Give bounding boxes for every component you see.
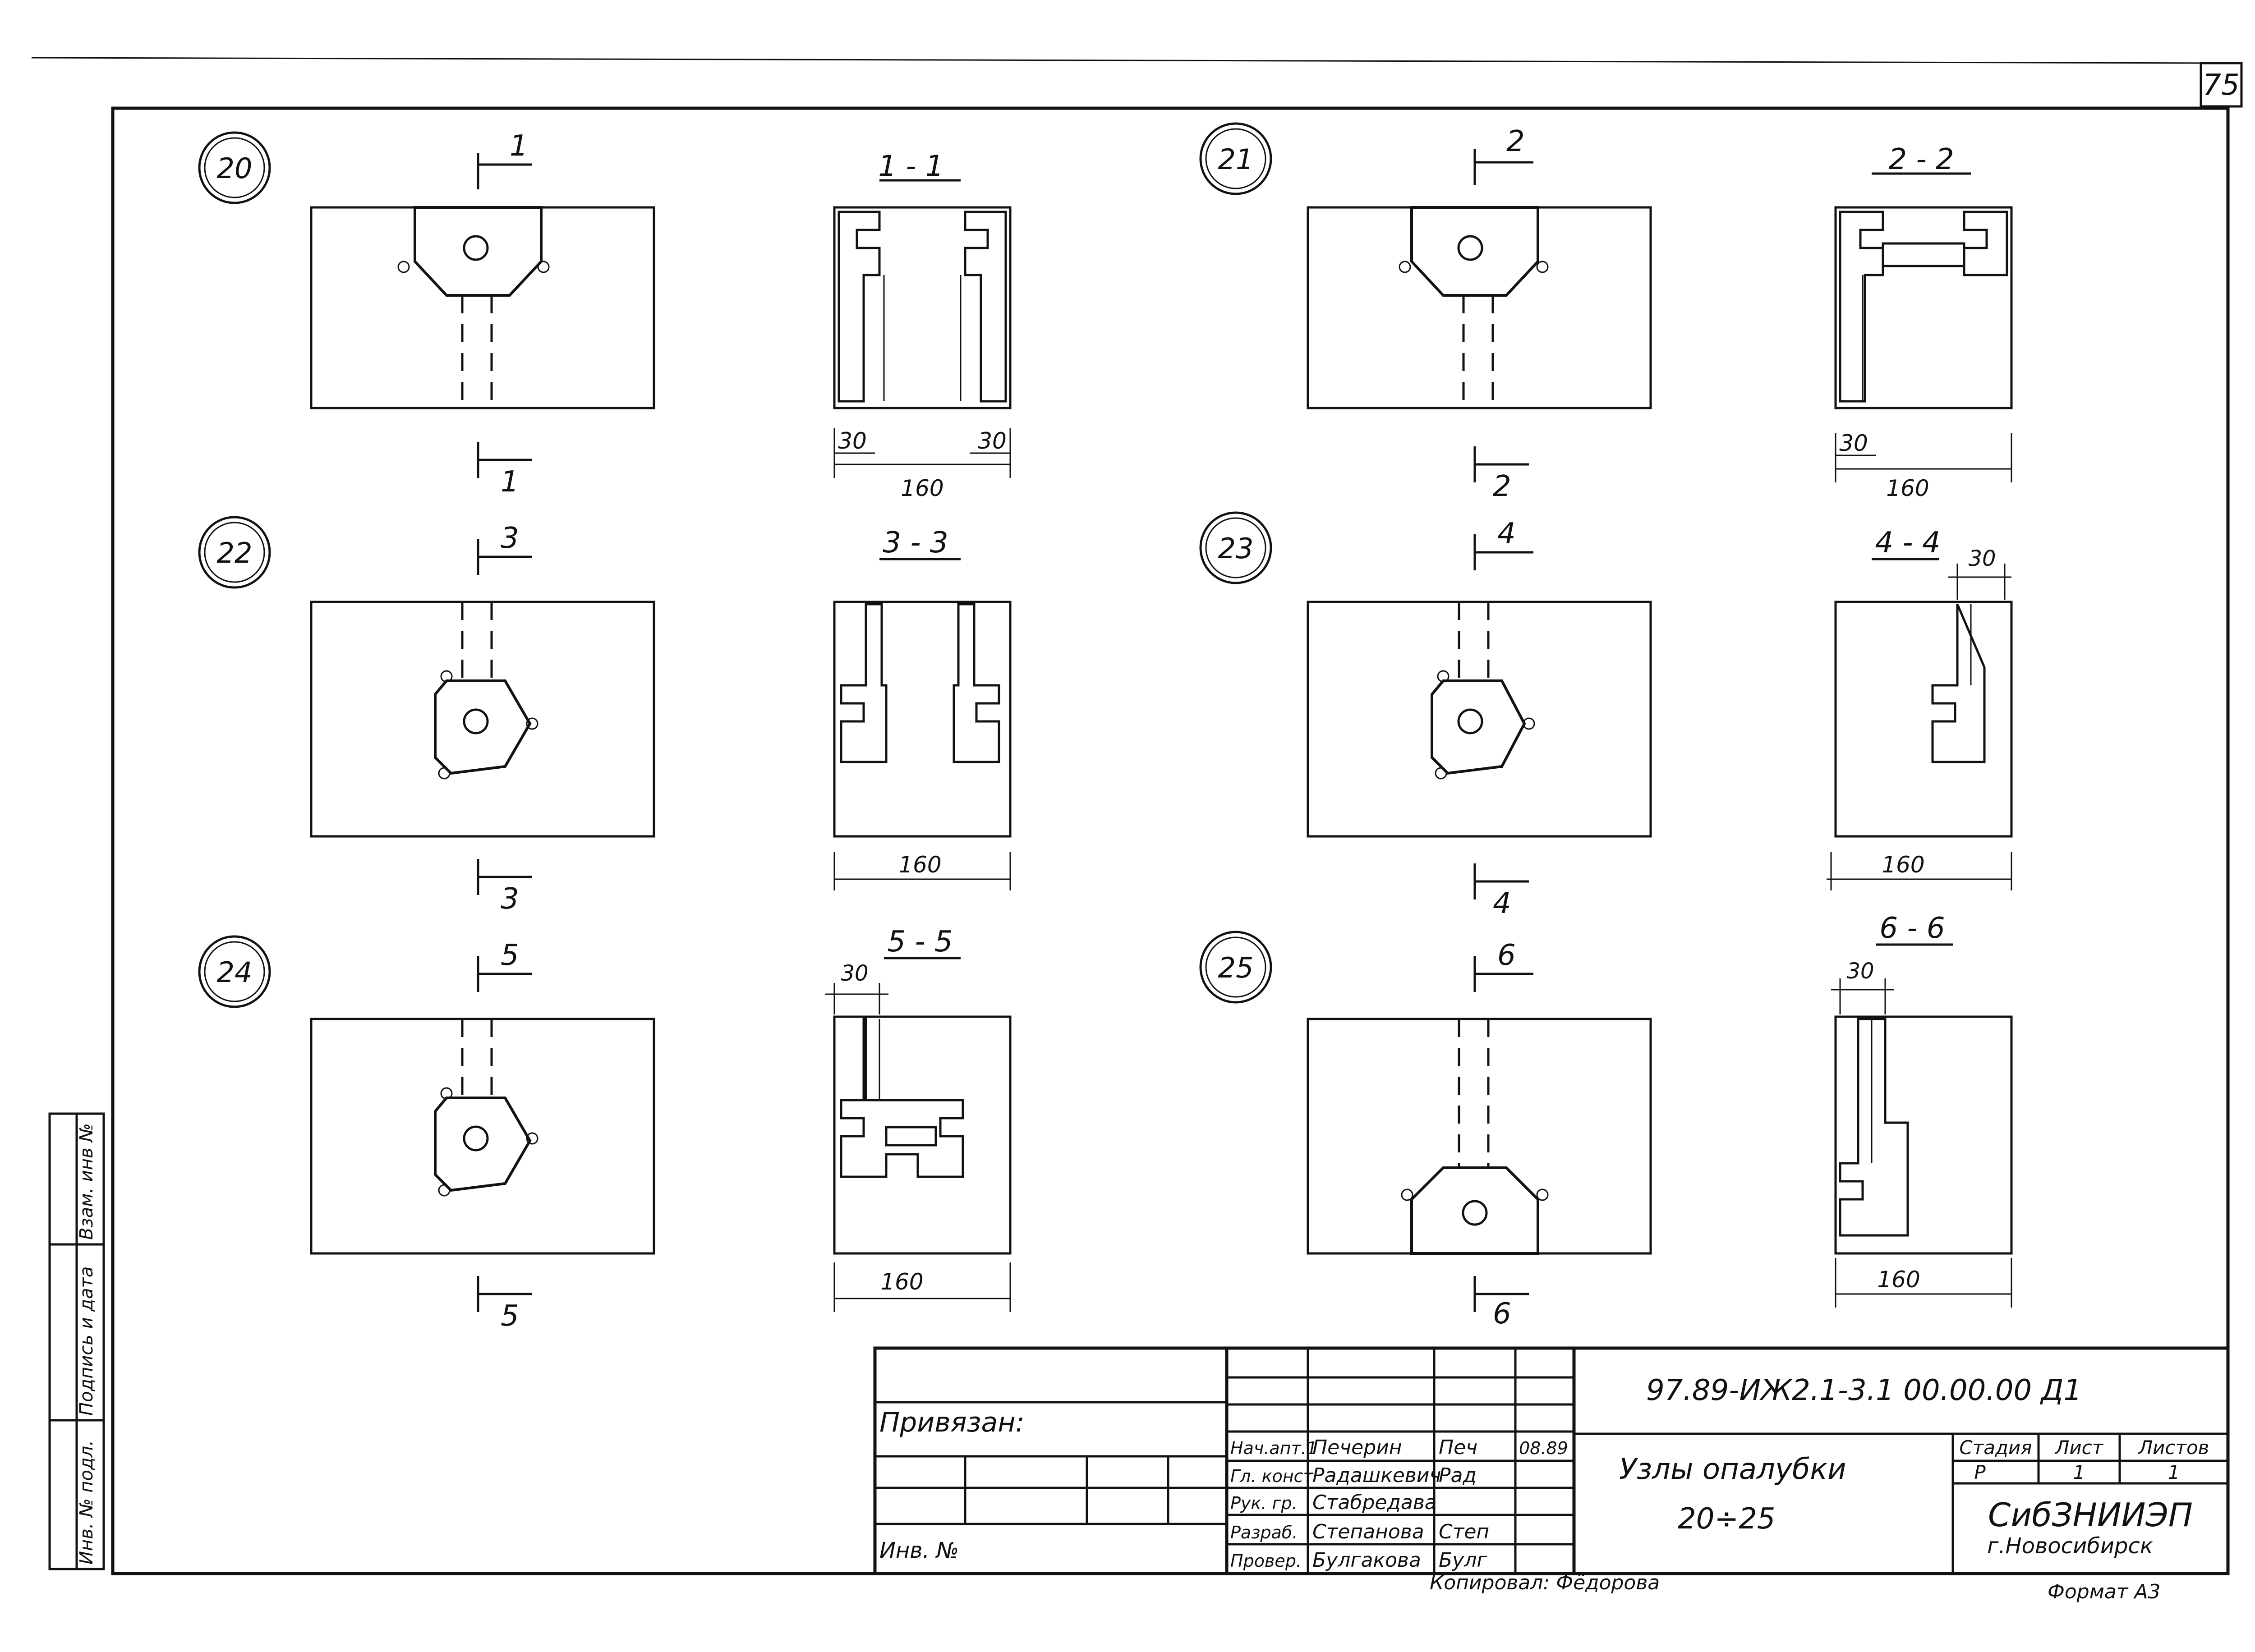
sig-name: Печерин — [1312, 1436, 1402, 1459]
cut-mark-bottom: 6 — [1493, 1297, 1511, 1331]
side-stamp: Инв. № подл. Подпись и дата Взам. инв № — [48, 1112, 105, 1570]
section-title: 4 - 4 — [1875, 526, 1940, 560]
sig-name: Степанова — [1312, 1520, 1424, 1543]
node-22: 22 3 3 3 - 3 160 — [198, 516, 1012, 916]
cut-mark-top: 5 — [501, 939, 519, 972]
cut-mark-top: 6 — [1497, 939, 1516, 972]
sheets-value: 1 — [2168, 1461, 2180, 1483]
org-city: г.Новосибирск — [1987, 1533, 2153, 1559]
format-label: Формат А3 — [2048, 1580, 2161, 1603]
cut-mark-top: 4 — [1497, 517, 1516, 551]
sheets-label: Листов — [2138, 1436, 2209, 1459]
node-label: 22 — [217, 537, 253, 569]
sig-name: Стабредава — [1312, 1491, 1437, 1514]
sig-name: Булгакова — [1312, 1549, 1421, 1572]
sig-role: Рук. гр. — [1230, 1493, 1298, 1513]
sig-role: Провер. — [1230, 1551, 1302, 1571]
dim-160: 160 — [1877, 1267, 1920, 1293]
copied-by: Копировал: Фёдорова — [1430, 1571, 1660, 1594]
sheet-value: 1 — [2073, 1461, 2085, 1483]
dim-160: 160 — [901, 475, 943, 501]
section-title: 6 - 6 — [1879, 912, 1945, 945]
stage-label: Стадия — [1959, 1436, 2032, 1459]
sig-sign: Булг — [1439, 1549, 1487, 1572]
side-podpis-data: Подпись и дата — [76, 1267, 97, 1416]
node-label: 25 — [1218, 951, 1254, 984]
org-name: СибЗНИИЭП — [1988, 1496, 2193, 1534]
sig-sign: Степ — [1439, 1520, 1489, 1543]
sig-sign: Рад — [1439, 1464, 1477, 1487]
dim-160: 160 — [1886, 475, 1929, 501]
cut-mark-bottom: 3 — [501, 882, 519, 916]
sig-role: Гл. конст — [1230, 1466, 1314, 1486]
dim-30: 30 — [1846, 959, 1874, 984]
section-title: 3 - 3 — [883, 526, 948, 560]
sheet-number: 75 — [2203, 69, 2239, 102]
dim-30: 30 — [841, 961, 868, 986]
privyazan-label: Привязан: — [879, 1407, 1025, 1438]
top-rule — [31, 57, 2233, 64]
cut-mark-bottom: 4 — [1493, 887, 1511, 920]
node-label: 23 — [1218, 532, 1254, 565]
node-25: 25 6 6 6 - 6 30 160 — [1199, 912, 2013, 1331]
node-label: 20 — [217, 152, 253, 185]
sig-sign: Печ — [1439, 1436, 1477, 1459]
side-vzam-inv: Взам. инв № — [76, 1123, 97, 1240]
stage-value: Р — [1974, 1461, 1986, 1483]
sheet-label: Лист — [2054, 1436, 2104, 1459]
title-line-1: Узлы опалубки — [1619, 1453, 1846, 1486]
node-21: 21 2 2 2 - 2 30 160 — [1199, 122, 2013, 503]
dim-30-right: 30 — [978, 428, 1007, 454]
dim-160: 160 — [880, 1269, 923, 1295]
node-23: 23 4 4 4 - 4 30 160 — [1199, 511, 2013, 920]
dim-30: 30 — [1839, 430, 1868, 456]
sheet-number-box: 75 — [2200, 62, 2243, 108]
drawing-frame — [111, 106, 2230, 1575]
dim-160: 160 — [898, 852, 941, 878]
sig-name: Радашкевич — [1312, 1464, 1441, 1487]
sig-role: Разраб. — [1230, 1523, 1298, 1542]
cut-mark-top: 1 — [510, 129, 528, 163]
title-block: Привязан: Инв. № Нач.апт.1 Печерин Печ 0… — [873, 1346, 2230, 1575]
section-title: 1 - 1 — [878, 150, 943, 183]
doc-code: 97.89-ИЖ2.1-3.1 00.00.00 Д1 — [1646, 1374, 2082, 1407]
cut-mark-bottom: 1 — [501, 465, 519, 499]
dim-30-left: 30 — [838, 428, 867, 454]
node-20: 20 1 1 1 - 1 30 30 160 — [198, 129, 1012, 501]
sig-date: 08.89 — [1519, 1438, 1568, 1458]
dim-30: 30 — [1968, 546, 1996, 571]
inv-no-label: Инв. № — [879, 1538, 959, 1563]
cut-mark-top: 2 — [1506, 125, 1525, 158]
node-label: 21 — [1218, 143, 1254, 176]
title-line-2: 20÷25 — [1678, 1502, 1776, 1536]
node-label: 24 — [217, 956, 253, 989]
cut-mark-bottom: 5 — [501, 1299, 519, 1333]
cut-mark-top: 3 — [501, 522, 519, 555]
cut-mark-bottom: 2 — [1493, 470, 1511, 503]
sig-role: Нач.апт.1 — [1230, 1438, 1317, 1458]
node-24: 24 5 5 5 - 5 30 160 — [198, 925, 1012, 1333]
dim-160: 160 — [1882, 852, 1924, 878]
section-title: 2 - 2 — [1888, 143, 1954, 176]
side-inv-podl: Инв. № подл. — [76, 1440, 97, 1565]
section-title: 5 - 5 — [887, 925, 953, 959]
